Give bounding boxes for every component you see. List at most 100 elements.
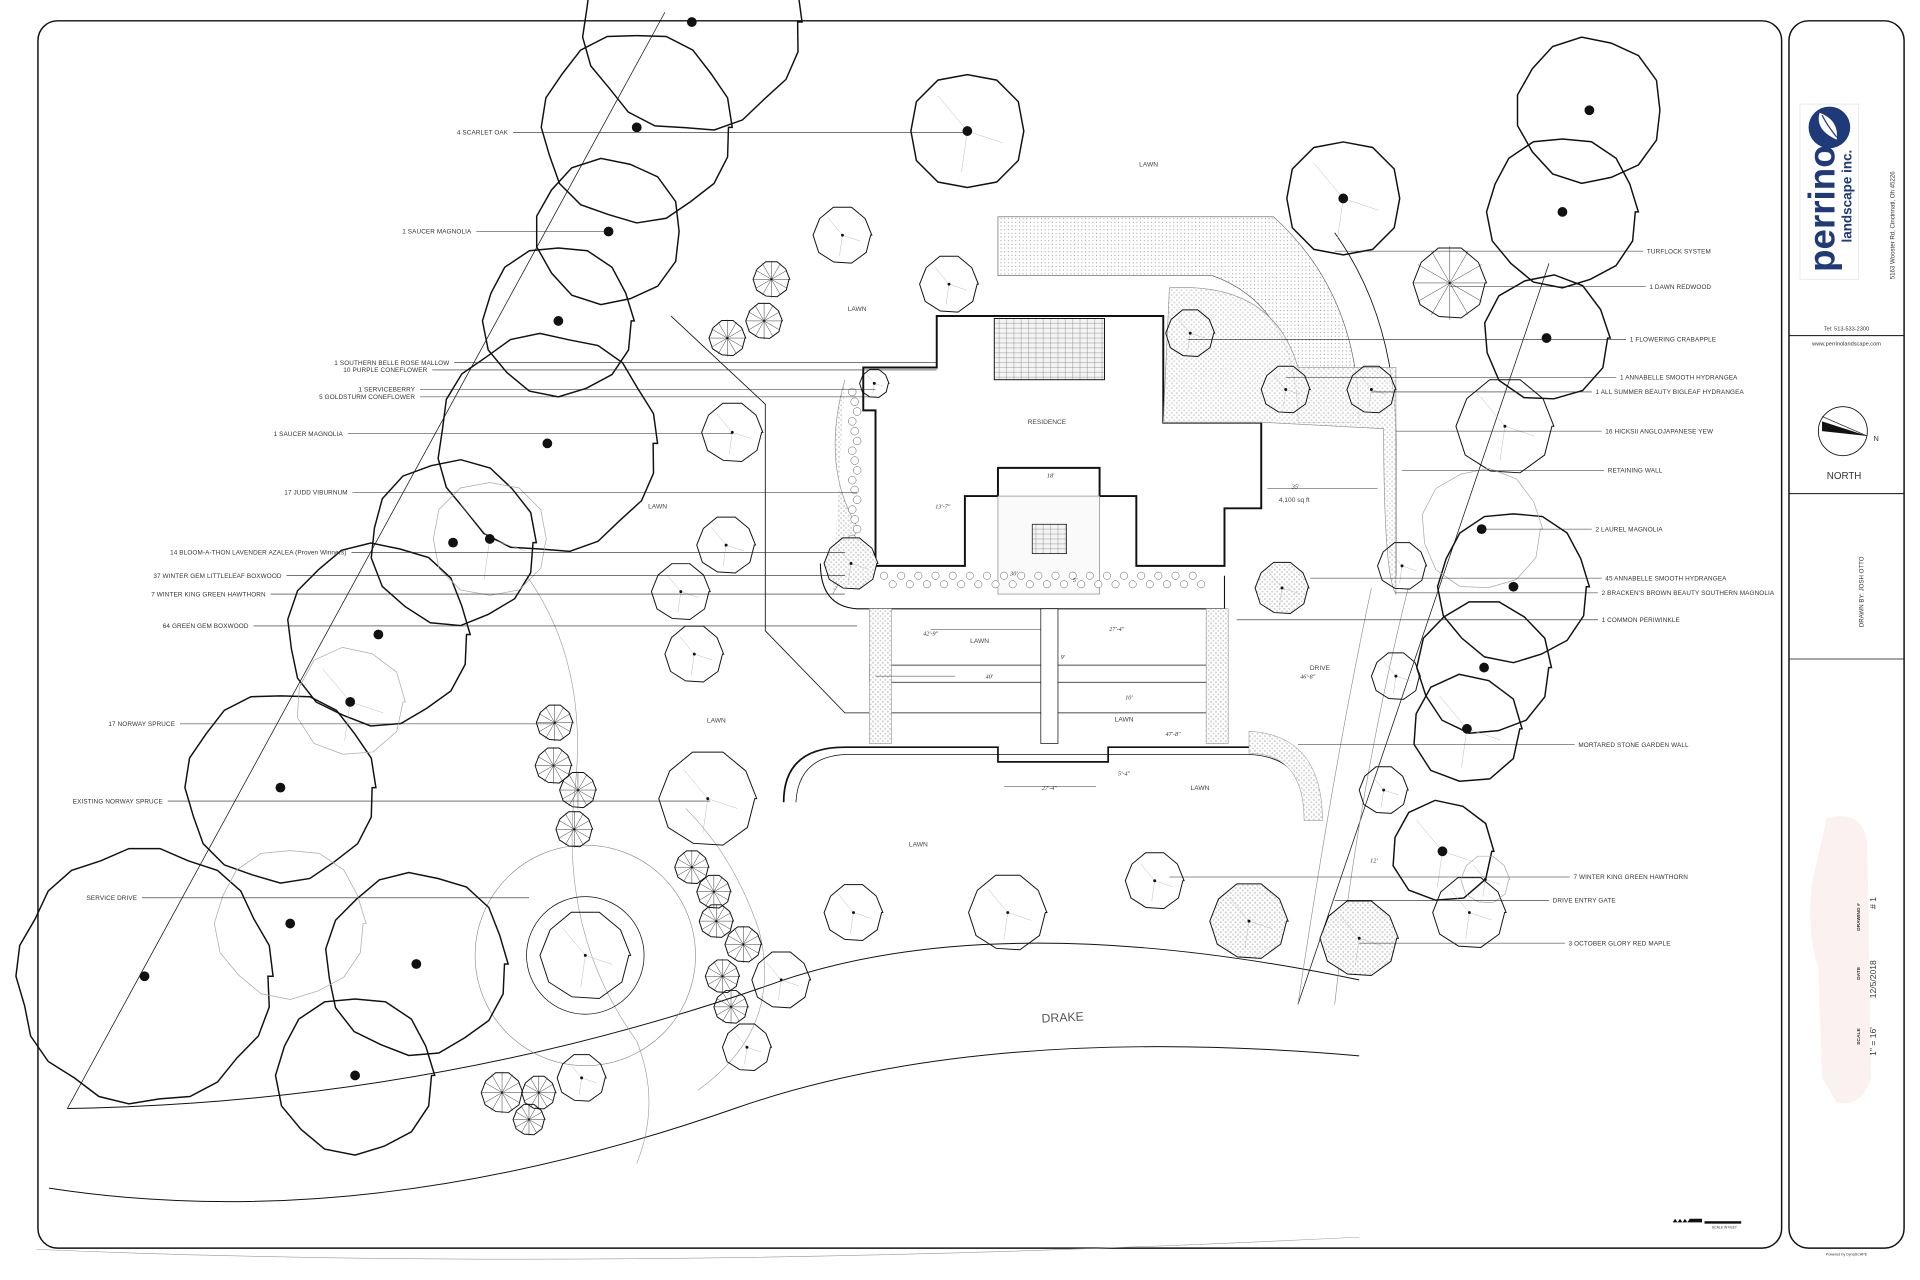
ornamental-tree-icon (859, 368, 890, 398)
drive-label: DRIVE (1310, 665, 1331, 672)
area-sqft-label: 4,100 sq ft (1279, 497, 1310, 504)
maple-tree-icon (1209, 883, 1289, 959)
ornamental-tree-icon (823, 884, 884, 941)
plant-label: 1 COMMON PERIWINKLE (1602, 617, 1680, 624)
conifer-shrub-icon (724, 926, 763, 963)
conifer-shrub-icon (512, 1103, 546, 1136)
ornamental-tree-icon (721, 1023, 773, 1072)
dimension-label: 5' (1073, 578, 1078, 584)
conifer-shrub-icon (555, 810, 594, 848)
dimension-label: 30' (1009, 572, 1018, 578)
logo-subtitle: landscape inc. (1839, 150, 1854, 243)
service-drive (685, 808, 765, 1091)
plant-label: 14 BLOOM-A-THON LAVENDER AZALEA (Proven … (170, 550, 346, 557)
street-label: DRAKE (1041, 1009, 1084, 1025)
ornamental-tree-icon (664, 625, 725, 683)
residence-footprint (862, 315, 1263, 567)
ornamental-tree-icon (1346, 365, 1397, 414)
lawn-label: LAWN (1115, 716, 1134, 723)
plant-label: 1 SAUCER MAGNOLIA (274, 431, 344, 438)
plant-label: RETAINING WALL (1608, 468, 1663, 475)
scale-label: SCALE (1856, 1028, 1862, 1045)
lawn-label: LAWN (1191, 785, 1210, 792)
foundation-bed (819, 563, 1226, 610)
circular-bed (526, 896, 645, 1015)
shade-tree-icon (437, 332, 659, 553)
conifer-shrub-icon (698, 903, 735, 939)
shade-tree-icon (1436, 513, 1591, 664)
dimension-label: 27'-4" (1042, 785, 1058, 792)
dimension-label: 13'-7" (935, 504, 951, 510)
plant-label: 45 ANNABELLE SMOOTH HYDRANGEA (1605, 575, 1727, 582)
dimension-label: 35' (1291, 485, 1300, 491)
shade-tree-icon (287, 542, 472, 727)
circular-bed (474, 844, 696, 1066)
dimension-label: 47'-8" (1166, 731, 1182, 738)
ornamental-tree-icon (701, 402, 764, 463)
shade-tree-icon (1392, 799, 1495, 901)
existing-tree-icon (213, 850, 367, 1000)
lawn-label: LAWN (1139, 162, 1158, 169)
north-label: NORTH (1827, 471, 1862, 482)
shade-tree-icon (1415, 601, 1553, 734)
plant-label: 2 BRACKEN'S BROWN BEAUTY SOUTHERN MAGNOL… (1602, 590, 1775, 597)
plant-label: 1 DAWN REDWOOD (1649, 284, 1711, 291)
plant-label: 64 GREEN GEM BOXWOOD (163, 623, 249, 630)
ornamental-tree-icon (751, 951, 812, 1009)
title-block-frame (1788, 20, 1905, 1249)
title-block: perrino landscape inc. 5163 Wooster Rd, … (1788, 103, 1905, 1257)
lawn-label: LAWN (909, 841, 928, 848)
ornamental-tree-icon (1377, 542, 1428, 590)
conifer-shrub-icon (745, 302, 784, 340)
scale-bar-label: SCALE IN FEET (1712, 1226, 1737, 1230)
planting-bed (1162, 287, 1397, 596)
plant-label: DRIVE ENTRY GATE (1553, 897, 1616, 904)
mortared-stone-garden-wall (782, 746, 1318, 809)
ornamental-tree-icon (658, 751, 758, 846)
ornamental-tree-icon (696, 516, 757, 574)
dimension-label: 46'-8" (1300, 674, 1316, 681)
lawn-label: LAWN (848, 306, 867, 313)
existing-tree-icon (432, 482, 547, 596)
planting-bed (1248, 730, 1323, 821)
ornamental-tree-icon (812, 206, 873, 264)
service-drive (526, 575, 650, 1164)
plant-label: 1 SOUTHERN BELLE ROSE MALLOW (334, 360, 449, 367)
plant-label: 3 OCTOBER GLORY RED MAPLE (1569, 940, 1671, 947)
date-label: DATE (1856, 966, 1862, 980)
lawn-label: LAWN (707, 718, 726, 725)
shade-tree-icon (324, 871, 510, 1057)
ornamental-tree-icon (1286, 141, 1401, 256)
property-line (67, 12, 666, 1109)
date-value: 12/5/2018 (1868, 960, 1878, 998)
dimension-label: 18' (1047, 474, 1055, 480)
company-website[interactable]: www.perrinolandscape.com (1811, 341, 1881, 347)
drawing-number-value: # 1 (1868, 897, 1878, 909)
ornamental-tree-icon (1124, 852, 1185, 910)
plant-label: 1 ANNABELLE SMOOTH HYDRANGEA (1620, 374, 1738, 381)
scale-bar: SCALE IN FEET (1672, 1218, 1742, 1230)
shade-tree-icon (581, 0, 803, 131)
plant-label: 1 SAUCER MAGNOLIA (402, 229, 472, 236)
ornamental-tree-icon (910, 73, 1025, 189)
ornamental-tree-icon (1165, 309, 1216, 357)
ornamental-tree-icon (1370, 652, 1422, 700)
conifer-shrub-icon (752, 260, 791, 298)
logo-wordmark: perrino (1801, 145, 1842, 272)
stone-pier-bed (1205, 608, 1229, 744)
software-note: Powered by DynaSCAPE (1826, 1253, 1868, 1257)
dimension-label: 10' (1125, 695, 1133, 701)
site-plan (15, 0, 1661, 1260)
residence-label: RESIDENCE (1028, 419, 1067, 426)
shade-tree-icon (274, 998, 436, 1156)
maple-tree-icon (1254, 561, 1310, 615)
conifer-shrub-icon (480, 1071, 524, 1114)
north-arrow-icon: N (1817, 406, 1879, 457)
street-drake-edge (67, 942, 1360, 1110)
conifer-shrub-icon (535, 704, 574, 742)
lawn-label: LAWN (970, 638, 989, 645)
conifer-shrub-icon (1412, 246, 1488, 320)
ornamental-tree-icon (968, 874, 1048, 951)
ornamental-tree-icon (919, 255, 980, 313)
